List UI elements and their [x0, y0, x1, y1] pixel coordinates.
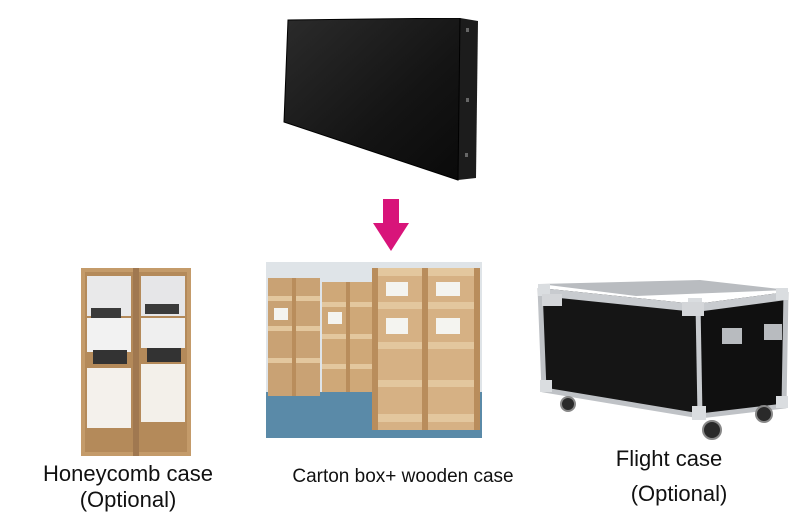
display-panel-image: [282, 18, 482, 183]
flight-caption-line2: (Optional): [630, 481, 728, 506]
honeycomb-caption-line2: (Optional): [79, 487, 177, 512]
honeycomb-case-image: [81, 268, 191, 456]
carton-caption: Carton box+ wooden case: [292, 466, 514, 487]
down-arrow-icon: [373, 199, 409, 251]
honeycomb-caption-line1: Honeycomb case: [43, 461, 213, 486]
flight-caption-line1: Flight case: [615, 446, 723, 471]
flight-case-image: [536, 280, 790, 442]
carton-wooden-case-image: [266, 262, 482, 438]
